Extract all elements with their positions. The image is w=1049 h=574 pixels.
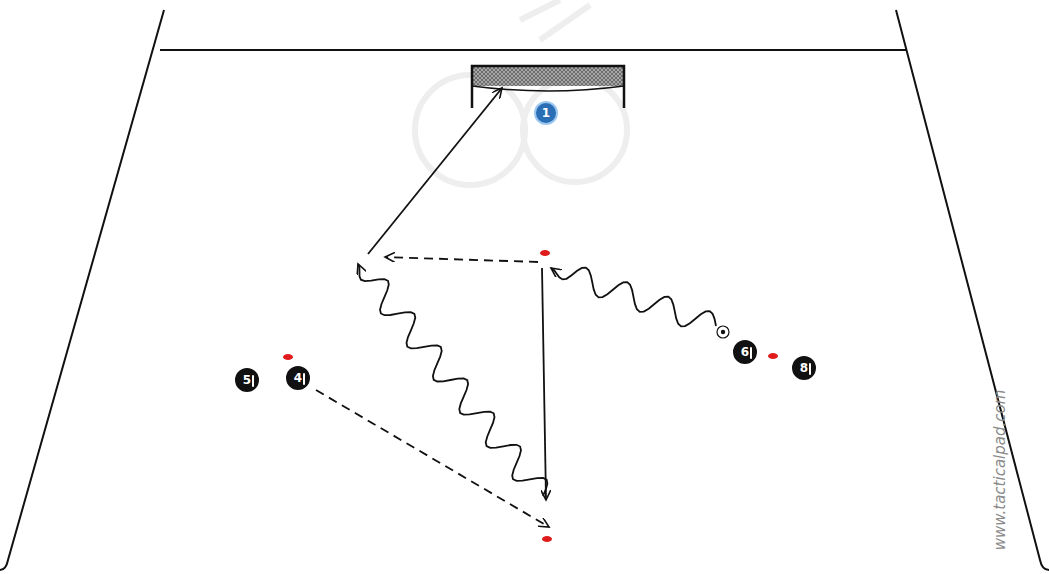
shirt-stripe xyxy=(252,375,254,387)
player-number: 1 xyxy=(542,107,550,119)
player-number: 8 xyxy=(800,362,808,374)
cones xyxy=(283,250,778,542)
player-marker: 6 xyxy=(733,340,757,364)
movement-arrows xyxy=(316,88,549,527)
pitch-lines xyxy=(0,10,1049,570)
player-number: 4 xyxy=(294,372,302,384)
shirt-stripe xyxy=(750,347,752,359)
shirt-stripe xyxy=(809,363,811,375)
dribble-path xyxy=(551,268,716,327)
player-marker: 5 xyxy=(235,368,259,392)
player-marker: 8 xyxy=(792,356,816,380)
dribble-arrows xyxy=(358,264,716,496)
dribble-path xyxy=(358,264,547,496)
player-marker: 4 xyxy=(286,366,310,390)
player-number: 5 xyxy=(243,374,251,386)
player-number: 6 xyxy=(741,346,749,358)
shirt-stripe xyxy=(303,373,305,385)
ball xyxy=(717,326,729,338)
watermark-text: www.tacticalpad.com xyxy=(991,390,1009,551)
goalkeeper-marker: 1 xyxy=(534,101,558,125)
